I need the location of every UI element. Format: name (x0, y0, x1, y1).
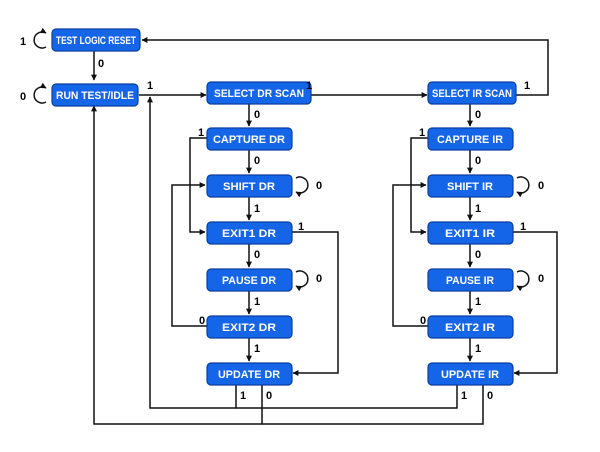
edge-label-cir-e1ir: 1 (419, 127, 425, 139)
edge-uir-rti (262, 385, 484, 425)
edge-label-cir-shir: 0 (475, 155, 481, 167)
edge-rti-self (33, 82, 47, 104)
edge-label-shdr-self: 0 (316, 180, 322, 192)
edge-uir-sdr (236, 385, 458, 409)
state-exit1-ir[interactable]: EXIT1 IR (427, 221, 514, 245)
edge-label-udr-sdr: 1 (240, 390, 246, 402)
edge-sir-tlr (141, 37, 549, 96)
state-run-test-idle[interactable]: RUN TEST/IDLE (51, 83, 139, 107)
state-label: SELECT IR SCAN (432, 88, 512, 100)
edge-label-e1dr-udr: 1 (298, 221, 304, 233)
edge-label-sir-tlr: 1 (524, 80, 530, 92)
edge-label-uir-rti: 0 (487, 390, 493, 402)
edge-shdr-self (295, 176, 309, 198)
edge-e2dr-shdr (171, 182, 207, 327)
edge-label-pdr-e2dr: 1 (254, 296, 260, 308)
state-exit2-dr[interactable]: EXIT2 DR (206, 315, 293, 339)
edge-e2ir-shir (392, 182, 428, 327)
transition-edges (33, 27, 558, 425)
state-label: SHIFT DR (223, 181, 275, 193)
edge-label-tlr-self: 1 (20, 36, 26, 48)
state-label: PAUSE IR (446, 275, 494, 287)
state-shift-ir[interactable]: SHIFT IR (427, 174, 514, 198)
edge-label-e2dr-udr: 1 (254, 343, 260, 355)
state-label: EXIT1 DR (222, 228, 276, 240)
edge-label-e2dr-shdr: 0 (199, 315, 205, 327)
edge-shir-self (516, 176, 530, 198)
edge-label-shir-e1ir: 1 (475, 203, 481, 215)
state-label: PAUSE DR (222, 275, 276, 287)
edge-e1dr-udr (292, 231, 339, 376)
edge-label-shdr-e1dr: 1 (254, 203, 260, 215)
state-label: EXIT1 IR (445, 228, 495, 240)
state-update-dr[interactable]: UPDATE DR (206, 362, 293, 386)
edge-e1ir-uir (513, 231, 558, 376)
state-label: RUN TEST/IDLE (56, 90, 134, 102)
edge-label-sir-cir: 0 (475, 109, 481, 121)
states: TEST LOGIC RESET RUN TEST/IDLE SELECT DR… (51, 28, 517, 386)
edge-pdr-self (295, 270, 309, 292)
state-pause-ir[interactable]: PAUSE IR (427, 268, 514, 292)
edge-label-sdr-cdr: 0 (254, 109, 260, 121)
edge-label-rti-self: 0 (20, 91, 26, 103)
edge-label-rti-sdr: 1 (147, 80, 153, 92)
edge-label-e1ir-pir: 0 (475, 249, 481, 261)
state-label: CAPTURE DR (213, 134, 285, 146)
state-exit1-dr[interactable]: EXIT1 DR (206, 221, 293, 245)
state-capture-dr[interactable]: CAPTURE DR (206, 127, 293, 151)
state-label: SELECT DR SCAN (214, 88, 304, 100)
edge-label-pdr-self: 0 (316, 273, 322, 285)
state-label: EXIT2 DR (222, 322, 276, 334)
edge-label-e1dr-pdr: 0 (254, 249, 260, 261)
edge-label-e1ir-uir: 1 (520, 221, 526, 233)
state-label: UPDATE IR (441, 369, 499, 381)
state-select-dr-scan[interactable]: SELECT DR SCAN (206, 81, 312, 105)
edge-label-shir-self: 0 (538, 180, 544, 192)
state-shift-dr[interactable]: SHIFT DR (206, 174, 293, 198)
edge-udr-sdr (147, 96, 237, 409)
edge-label-pir-self: 0 (538, 273, 544, 285)
edge-label-e2ir-uir: 1 (475, 343, 481, 355)
state-label: TEST LOGIC RESET (56, 35, 136, 47)
edge-label-tlr-rti: 0 (98, 58, 104, 70)
state-capture-ir[interactable]: CAPTURE IR (427, 127, 514, 151)
edge-label-pir-e2ir: 1 (475, 296, 481, 308)
edge-label-uir-sdr: 1 (461, 390, 467, 402)
edge-label-cdr-e1dr: 1 (198, 127, 204, 139)
state-pause-dr[interactable]: PAUSE DR (206, 268, 293, 292)
edge-label-e2ir-shir: 0 (420, 315, 426, 327)
edge-tlr-self (33, 27, 47, 49)
edge-labels: 1 0 0 1 1 1 0 1 0 0 1 1 0 0 1 0 1 1 0 0 … (20, 36, 544, 402)
state-label: UPDATE DR (218, 369, 280, 381)
state-test-logic-reset[interactable]: TEST LOGIC RESET (51, 28, 141, 52)
state-label: SHIFT IR (447, 181, 493, 193)
state-label: CAPTURE IR (437, 134, 503, 146)
edge-label-cdr-shdr: 0 (254, 155, 260, 167)
edge-label-udr-rti: 0 (266, 390, 272, 402)
state-update-ir[interactable]: UPDATE IR (427, 362, 514, 386)
state-exit2-ir[interactable]: EXIT2 IR (427, 315, 514, 339)
state-label: EXIT2 IR (445, 322, 495, 334)
state-select-ir-scan[interactable]: SELECT IR SCAN (427, 81, 517, 105)
edge-pir-self (516, 270, 530, 292)
edge-udr-rti (91, 105, 263, 425)
edge-label-sdr-sir: 1 (306, 80, 312, 92)
